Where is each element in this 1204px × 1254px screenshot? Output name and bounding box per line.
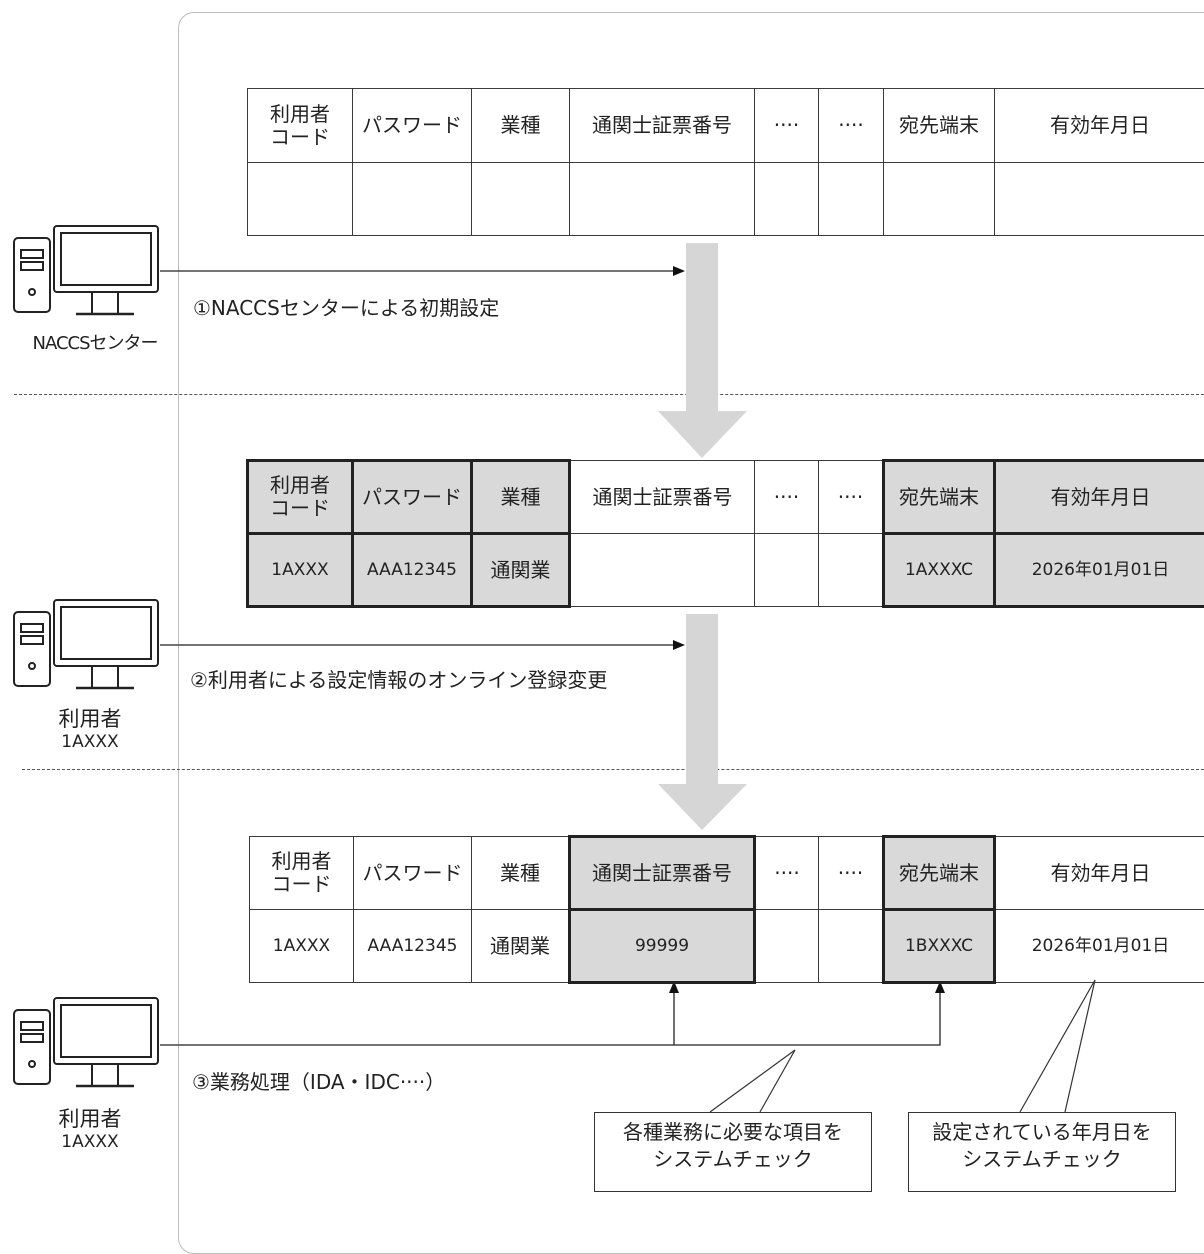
step3-line: [160, 990, 940, 1045]
actor-user-code: 1AXXX: [40, 1131, 140, 1154]
header-business-type: 業種: [472, 89, 570, 163]
header-valid-date: 有効年月日: [995, 89, 1204, 163]
header-valid-date: 有効年月日: [995, 837, 1204, 910]
header-ellipsis: ····: [819, 837, 884, 910]
cell-business-type: 通関業: [472, 910, 570, 983]
header-user-code: 利用者コード: [248, 89, 353, 163]
header-ellipsis: ····: [755, 837, 819, 910]
header-valid-date: 有効年月日: [995, 461, 1204, 534]
cell-valid-date: [995, 163, 1204, 236]
actor-user-name: 利用者: [40, 1108, 140, 1131]
header-password: パスワード: [353, 89, 472, 163]
header-ellipsis: ····: [755, 89, 819, 163]
actor-user-label: 利用者 1AXXX: [40, 708, 140, 754]
header-user-code-l2: コード: [270, 125, 330, 149]
header-user-code-l2: コード: [270, 496, 330, 520]
table-header-row: 利用者コード パスワード 業種 通関士証票番号 ···· ···· 宛先端末 有…: [248, 461, 1204, 534]
cell-broker-license-no: [570, 534, 755, 607]
cell-valid-date: 2026年01月01日: [995, 910, 1204, 983]
actor-user-name: 利用者: [40, 708, 140, 731]
desktop-computer-icon: [12, 224, 162, 324]
step1-arrowhead: [673, 266, 685, 276]
cell-valid-date: 2026年01月01日: [995, 534, 1204, 607]
header-ellipsis: ····: [819, 461, 884, 534]
actor-naccs-center: NACCSセンター: [10, 332, 180, 355]
table-row: [248, 163, 1204, 236]
header-broker-license-no: 通関士証票番号: [570, 461, 755, 534]
cell-broker-license-no: [570, 163, 755, 236]
header-business-type: 業種: [472, 461, 570, 534]
cell-ellipsis: [819, 163, 884, 236]
cell-destination-terminal: 1BXXXC: [884, 910, 995, 983]
cell-ellipsis: [819, 534, 884, 607]
cell-broker-license-no: 99999: [570, 910, 755, 983]
cell-business-type: [472, 163, 570, 236]
header-ellipsis: ····: [755, 461, 819, 534]
table-row: 1AXXX AAA12345 通関業 99999 1BXXXC 2026年01月…: [250, 910, 1204, 983]
header-user-code-l1: 利用者: [272, 849, 332, 873]
callout-left-pointer: [710, 1050, 795, 1112]
callout-date-check: 設定されている年月日を システムチェック: [908, 1112, 1176, 1192]
cell-password: AAA12345: [354, 910, 472, 983]
table-header-row: 利用者コード パスワード 業種 通関士証票番号 ···· ···· 宛先端末 有…: [250, 837, 1204, 910]
table-row: 1AXXX AAA12345 通関業 1AXXXC 2026年01月01日: [248, 534, 1204, 607]
callout-required-items-check: 各種業務に必要な項目を システムチェック: [594, 1112, 872, 1192]
actor-user-label: 利用者 1AXXX: [40, 1108, 140, 1154]
cell-user-code: 1AXXX: [248, 534, 353, 607]
step-3-label: ③業務処理（IDA・IDC····）: [192, 1066, 445, 1095]
down-arrow-2: [658, 614, 747, 830]
cell-destination-terminal: 1AXXXC: [884, 534, 995, 607]
actor-user-code: 1AXXX: [40, 731, 140, 754]
cell-password: AAA12345: [353, 534, 472, 607]
step-1-label: ①NACCSセンターによる初期設定: [193, 292, 499, 321]
cell-ellipsis: [819, 910, 884, 983]
cell-user-code: 1AXXX: [250, 910, 354, 983]
header-broker-license-no: 通関士証票番号: [570, 837, 755, 910]
header-destination-terminal: 宛先端末: [884, 89, 995, 163]
header-password: パスワード: [353, 461, 472, 534]
cell-ellipsis: [755, 910, 819, 983]
cell-password: [353, 163, 472, 236]
callout-right-pointer: [1020, 980, 1095, 1112]
cell-ellipsis: [755, 534, 819, 607]
settings-table-initial: 利用者コード パスワード 業種 通関士証票番号 ···· ···· 宛先端末 有…: [247, 88, 1204, 236]
desktop-computer-icon: [12, 598, 162, 698]
settings-table-user-registered: 利用者コード パスワード 業種 通関士証票番号 ···· ···· 宛先端末 有…: [246, 459, 1204, 608]
header-destination-terminal: 宛先端末: [884, 837, 995, 910]
cell-user-code: [248, 163, 353, 236]
header-user-code-l1: 利用者: [270, 102, 330, 126]
step2-arrowhead: [673, 640, 685, 650]
header-user-code-l1: 利用者: [270, 473, 330, 497]
header-ellipsis: ····: [819, 89, 884, 163]
header-business-type: 業種: [472, 837, 570, 910]
desktop-computer-icon: [12, 996, 162, 1096]
header-user-code: 利用者コード: [248, 461, 353, 534]
header-user-code-l2: コード: [272, 872, 332, 896]
cell-destination-terminal: [884, 163, 995, 236]
header-destination-terminal: 宛先端末: [884, 461, 995, 534]
settings-table-business-check: 利用者コード パスワード 業種 通関士証票番号 ···· ···· 宛先端末 有…: [249, 835, 1204, 984]
cell-business-type: 通関業: [472, 534, 570, 607]
header-password: パスワード: [354, 837, 472, 910]
table-header-row: 利用者コード パスワード 業種 通関士証票番号 ···· ···· 宛先端末 有…: [248, 89, 1204, 163]
header-user-code: 利用者コード: [250, 837, 354, 910]
step-2-label: ②利用者による設定情報のオンライン登録変更: [190, 664, 607, 693]
header-broker-license-no: 通関士証票番号: [570, 89, 755, 163]
down-arrow-1: [658, 243, 747, 458]
cell-ellipsis: [755, 163, 819, 236]
